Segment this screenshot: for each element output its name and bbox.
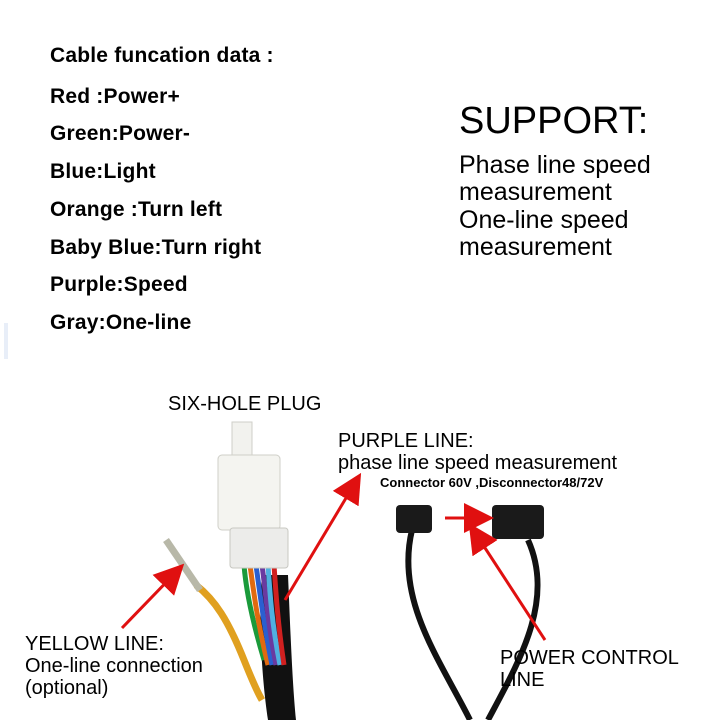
- cable-item-baby-blue: Baby Blue:Turn right: [50, 236, 262, 259]
- cable-item-orange: Orange :Turn left: [50, 198, 223, 221]
- cable-function-title: Cable funcation data :: [50, 44, 274, 67]
- support-line-2: measurement: [459, 178, 612, 206]
- support-line-3: One-line speed: [459, 206, 629, 234]
- six-hole-plug: [217, 421, 289, 569]
- power-connector-cable: [396, 505, 544, 720]
- cable-item-gray: Gray:One-line: [50, 311, 192, 334]
- yellow-line-desc: One-line connection: [25, 655, 203, 677]
- cable-item-purple: Purple:Speed: [50, 273, 188, 296]
- purple-line-title: PURPLE LINE:: [338, 430, 474, 452]
- annotation-arrows: [120, 472, 547, 641]
- cable-item-red: Red :Power+: [50, 85, 180, 108]
- support-line-4: measurement: [459, 233, 612, 261]
- yellow-line-title: YELLOW LINE:: [25, 633, 164, 655]
- cable-item-green: Green:Power-: [50, 122, 191, 145]
- connector-note: Connector 60V ,Disconnector48/72V: [380, 475, 604, 490]
- colored-wires: [241, 564, 287, 666]
- power-control-label-1: POWER CONTROL: [500, 647, 679, 669]
- cable-item-blue: Blue:Light: [50, 160, 156, 183]
- support-line-1: Phase line speed: [459, 151, 651, 179]
- support-title: SUPPORT:: [459, 100, 649, 142]
- purple-line-desc: phase line speed measurement: [338, 452, 618, 474]
- six-hole-plug-label: SIX-HOLE PLUG: [168, 393, 322, 415]
- edge-marker: [4, 323, 8, 359]
- power-control-label-2: LINE: [500, 669, 545, 691]
- yellow-line-optional: (optional): [25, 677, 109, 699]
